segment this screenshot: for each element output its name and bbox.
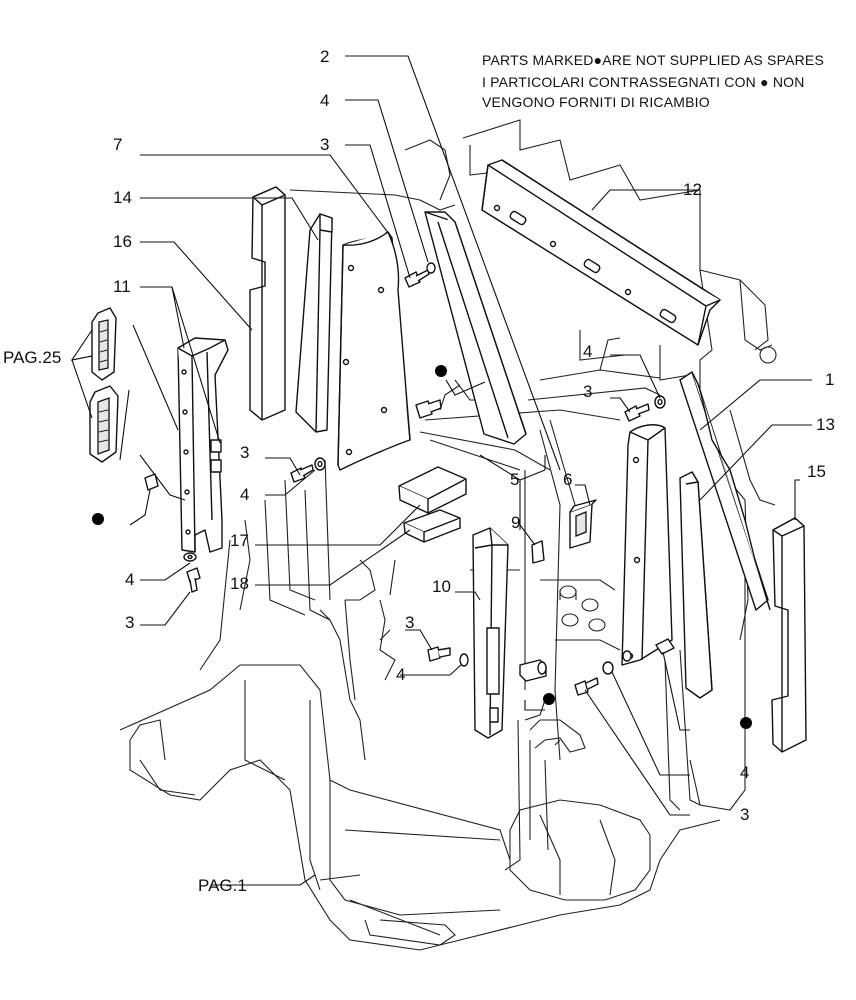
callout-5: 5 [510,470,519,489]
note-line3: VENGONO FORNITI DI RICAMBIO [482,94,710,110]
non-spare-dot-1 [435,365,447,377]
callout-3-left: 3 [125,613,134,632]
page-ref-25: PAG.25 [3,348,61,367]
cab-frame [119,119,777,951]
page-ref-1: PAG.1 [198,876,247,895]
non-spare-dot-3 [543,693,555,705]
part-10-bracket [472,527,509,739]
callout-4-bottom-right: 4 [740,763,749,782]
spares-note-it: I PARTICOLARI CONTRASSEGNATI CON ● NON [482,74,805,90]
part-16-seal [249,186,286,421]
callout-6: 6 [563,470,572,489]
callout-3-top: 3 [320,135,329,154]
callout-4-left: 4 [125,570,134,589]
leader-lines [70,55,812,886]
note-line1-end: ARE NOT SUPPLIED AS SPARES [602,52,824,68]
part-13-strip [679,471,713,699]
part-14-strip [295,213,333,433]
callout-12: 12 [683,180,702,199]
note-dot-icon: ● [593,52,603,68]
note-line2-end: NON [772,74,805,90]
callout-labels: 2 4 3 7 14 16 11 12 4 3 1 13 15 3 4 5 6 … [3,47,835,895]
part-7-cover [337,231,411,471]
callout-17: 17 [230,531,249,550]
part-12-beam [481,159,721,346]
part-1-strip [679,371,771,611]
fasteners [144,262,675,696]
note-line2-start: I PARTICOLARI CONTRASSEGNATI CON [482,74,756,90]
callout-3-right: 3 [583,382,592,401]
callout-11: 11 [113,277,131,296]
callout-3-center: 3 [405,613,414,632]
part-18-pad [403,509,461,543]
callout-2: 2 [320,47,329,66]
spares-note: PARTS MARKED●ARE NOT SUPPLIED AS SPARES [482,52,824,68]
callout-4-mid: 4 [240,485,249,504]
callout-15: 15 [807,462,826,481]
callout-18: 18 [230,574,249,593]
part-11-pillar [177,337,229,553]
non-spare-dot-2 [92,513,104,525]
part-2-strip [424,211,527,445]
non-spare-dot-4 [740,717,752,729]
callout-16: 16 [113,232,132,251]
callout-3-bottom-right: 3 [740,805,749,824]
right-cover-panel [621,424,673,666]
note-line1-start: PARTS MARKED [482,52,594,68]
callout-4-top: 4 [320,91,329,110]
callout-13: 13 [816,415,835,434]
part-6-clip [569,499,597,549]
handles-pag25 [89,307,119,463]
callout-10: 10 [432,577,451,596]
callout-14: 14 [113,188,132,207]
part-9-clip [531,540,545,564]
callout-4-center: 4 [396,665,405,684]
callout-3-mid: 3 [240,443,249,462]
note-dot-icon-2: ● [760,74,769,90]
callout-1: 1 [825,370,834,389]
callout-9: 9 [511,513,520,532]
part-15-seal [771,517,807,753]
callout-7: 7 [113,135,122,154]
spares-note-it-2: VENGONO FORNITI DI RICAMBIO [482,94,710,110]
callout-4-right: 4 [583,342,592,361]
part-17-pad [398,466,467,514]
non-spare-markers [92,365,752,729]
